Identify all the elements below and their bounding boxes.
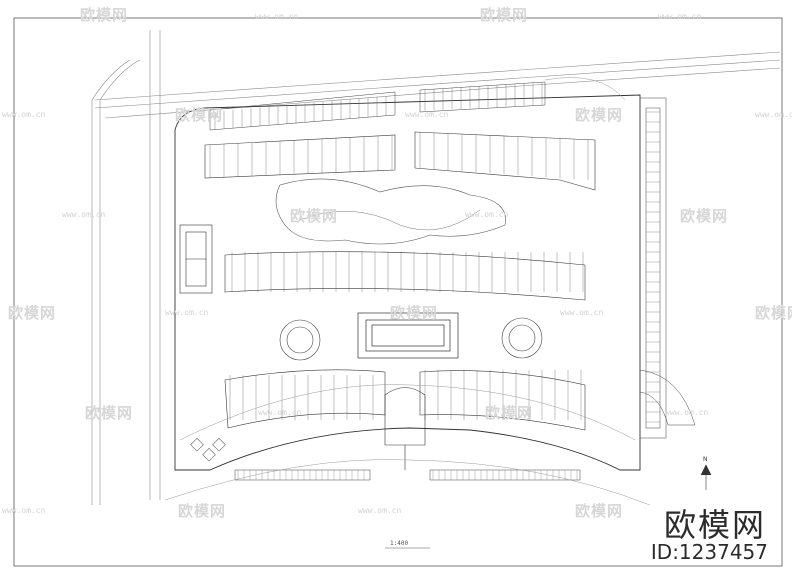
watermark-logo: 欧模网	[575, 106, 624, 124]
watermark-logo: 欧模网	[175, 106, 224, 124]
perimeter-road	[91, 30, 781, 505]
scale-label: 1:400	[390, 540, 409, 547]
watermark-url: www.om.cn	[62, 210, 106, 219]
bottom-parking	[234, 469, 581, 481]
right-building-bays	[646, 111, 660, 423]
site-boundary	[174, 94, 641, 471]
main-entrance	[384, 387, 426, 470]
bottom-left-planters	[190, 437, 226, 462]
central-garden	[275, 178, 506, 245]
watermark-logo: 欧模网	[480, 6, 529, 24]
round-pavilions	[279, 317, 543, 361]
watermark-logo: 欧模网	[390, 304, 439, 322]
brand-name: 欧模网	[663, 506, 766, 544]
commercial-bays	[214, 82, 543, 130]
tennis-court	[179, 224, 213, 294]
watermark-logo: 欧模网	[178, 502, 227, 520]
watermark-logo: 欧模网	[680, 207, 729, 225]
site-outer-arcs	[164, 77, 651, 506]
watermark-url: www.om.cn	[465, 210, 509, 219]
residential-unit-grid	[209, 132, 589, 420]
watermark-url: www.om.cn	[405, 110, 449, 119]
watermark-logo: 欧模网	[85, 404, 134, 422]
garden-path	[299, 209, 481, 231]
watermark-logo: 欧模网	[575, 502, 624, 520]
watermark-logo: 欧模网	[8, 304, 57, 322]
watermark-url: www.om.cn	[165, 308, 209, 317]
sheet-border	[13, 17, 783, 567]
residential-row-2	[224, 251, 586, 301]
watermark-url: www.om.cn	[2, 110, 46, 119]
watermark-url: www.om.cn	[658, 12, 702, 21]
north-arrow	[700, 464, 712, 490]
top-commercial-strip	[209, 81, 546, 131]
watermark-url: www.om.cn	[358, 506, 402, 515]
residential-row-1	[204, 131, 596, 191]
watermark-logo: 欧模网	[290, 207, 339, 225]
watermark-url: www.om.cn	[258, 408, 302, 417]
watermark-url: www.om.cn	[560, 308, 604, 317]
watermark-url: www.om.cn	[755, 110, 792, 119]
north-label: N	[703, 456, 708, 463]
watermark-url: www.om.cn	[255, 12, 299, 21]
watermark-url: www.om.cn	[665, 408, 709, 417]
watermark-logo: 欧模网	[80, 6, 129, 24]
watermark-logo: 欧模网	[755, 304, 792, 322]
right-building-block	[639, 97, 696, 439]
watermark-logo: 欧模网	[485, 404, 534, 422]
watermark-url: www.om.cn	[2, 506, 46, 515]
parking-stalls	[237, 470, 578, 480]
central-plaza	[357, 312, 459, 359]
brand-id: ID:1237457	[650, 540, 768, 564]
